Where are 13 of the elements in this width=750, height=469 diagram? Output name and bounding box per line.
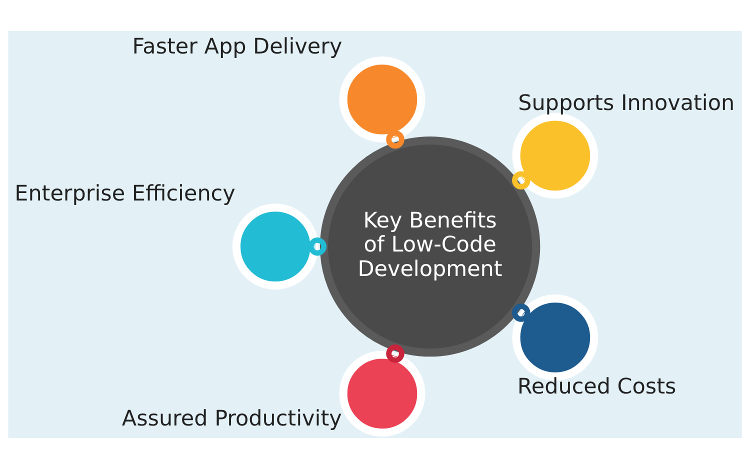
node-label: Reduced Costs: [517, 374, 676, 400]
connector: [386, 130, 404, 149]
node-circle: [232, 204, 318, 290]
node-label: Supports Innovation: [518, 90, 735, 116]
node-label: Faster App Delivery: [132, 34, 342, 60]
node-circle: [339, 56, 426, 142]
node-label: Assured Productivity: [122, 406, 342, 432]
node-label: Enterprise Efficiency: [14, 182, 236, 207]
connector: [512, 171, 530, 190]
connector: [308, 237, 327, 256]
node-circle: [339, 350, 426, 437]
connector: [386, 344, 404, 363]
connector: [512, 304, 530, 322]
